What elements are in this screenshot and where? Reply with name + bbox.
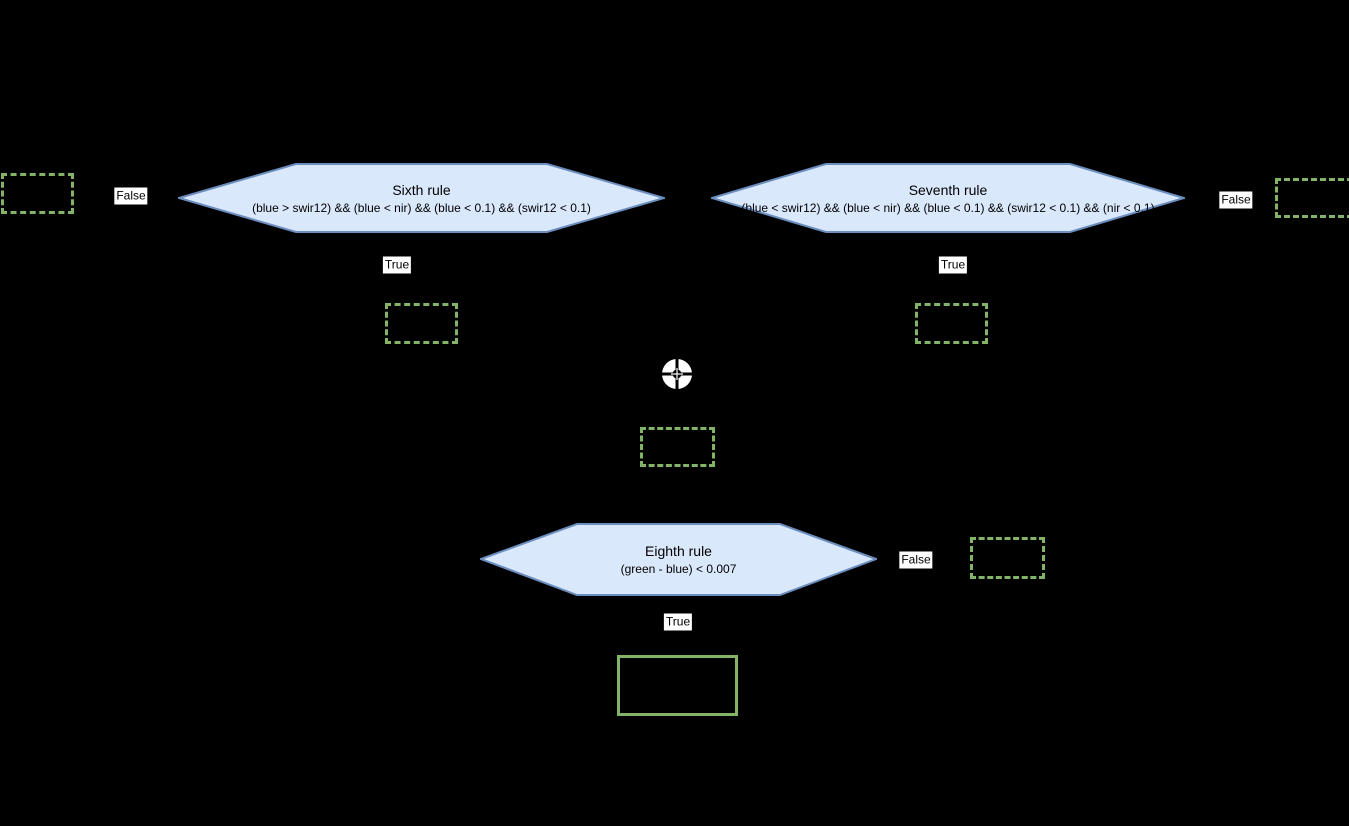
edge-label-true: True	[382, 256, 412, 274]
decision-sixth-rule: Sixth rule (blue > swir12) && (blue < ni…	[178, 163, 665, 233]
edge-label-false: False	[1219, 191, 1253, 209]
decision-eighth-rule: Eighth rule (green - blue) < 0.007	[480, 523, 877, 596]
decision-condition: (blue < swir12) && (blue < nir) && (blue…	[741, 200, 1155, 215]
placeholder-box-seventh-false	[1275, 178, 1349, 218]
decision-condition: (green - blue) < 0.007	[620, 562, 737, 576]
placeholder-box-sixth-true	[385, 303, 458, 344]
result-box-eighth-true	[617, 655, 738, 716]
placeholder-box-seventh-true	[915, 303, 988, 344]
hexagon-shape	[711, 163, 1185, 233]
edge-label-true: True	[938, 256, 968, 274]
placeholder-box-eighth-false	[970, 537, 1045, 579]
hexagon-shape	[178, 163, 665, 233]
decision-title: Sixth rule	[392, 181, 451, 198]
edge-label-false: False	[899, 551, 933, 569]
decision-seventh-rule: Seventh rule (blue < swir12) && (blue < …	[711, 163, 1185, 233]
edge-label-false: False	[114, 187, 148, 205]
decision-title: Seventh rule	[908, 181, 988, 198]
crosshair-icon	[660, 357, 694, 391]
hexagon-shape	[480, 523, 877, 596]
placeholder-box-sixth-false	[1, 173, 74, 214]
edge-label-true: True	[663, 613, 693, 631]
placeholder-box-junction	[640, 427, 715, 467]
decision-condition: (blue > swir12) && (blue < nir) && (blue…	[252, 200, 591, 215]
decision-title: Eighth rule	[645, 543, 712, 559]
